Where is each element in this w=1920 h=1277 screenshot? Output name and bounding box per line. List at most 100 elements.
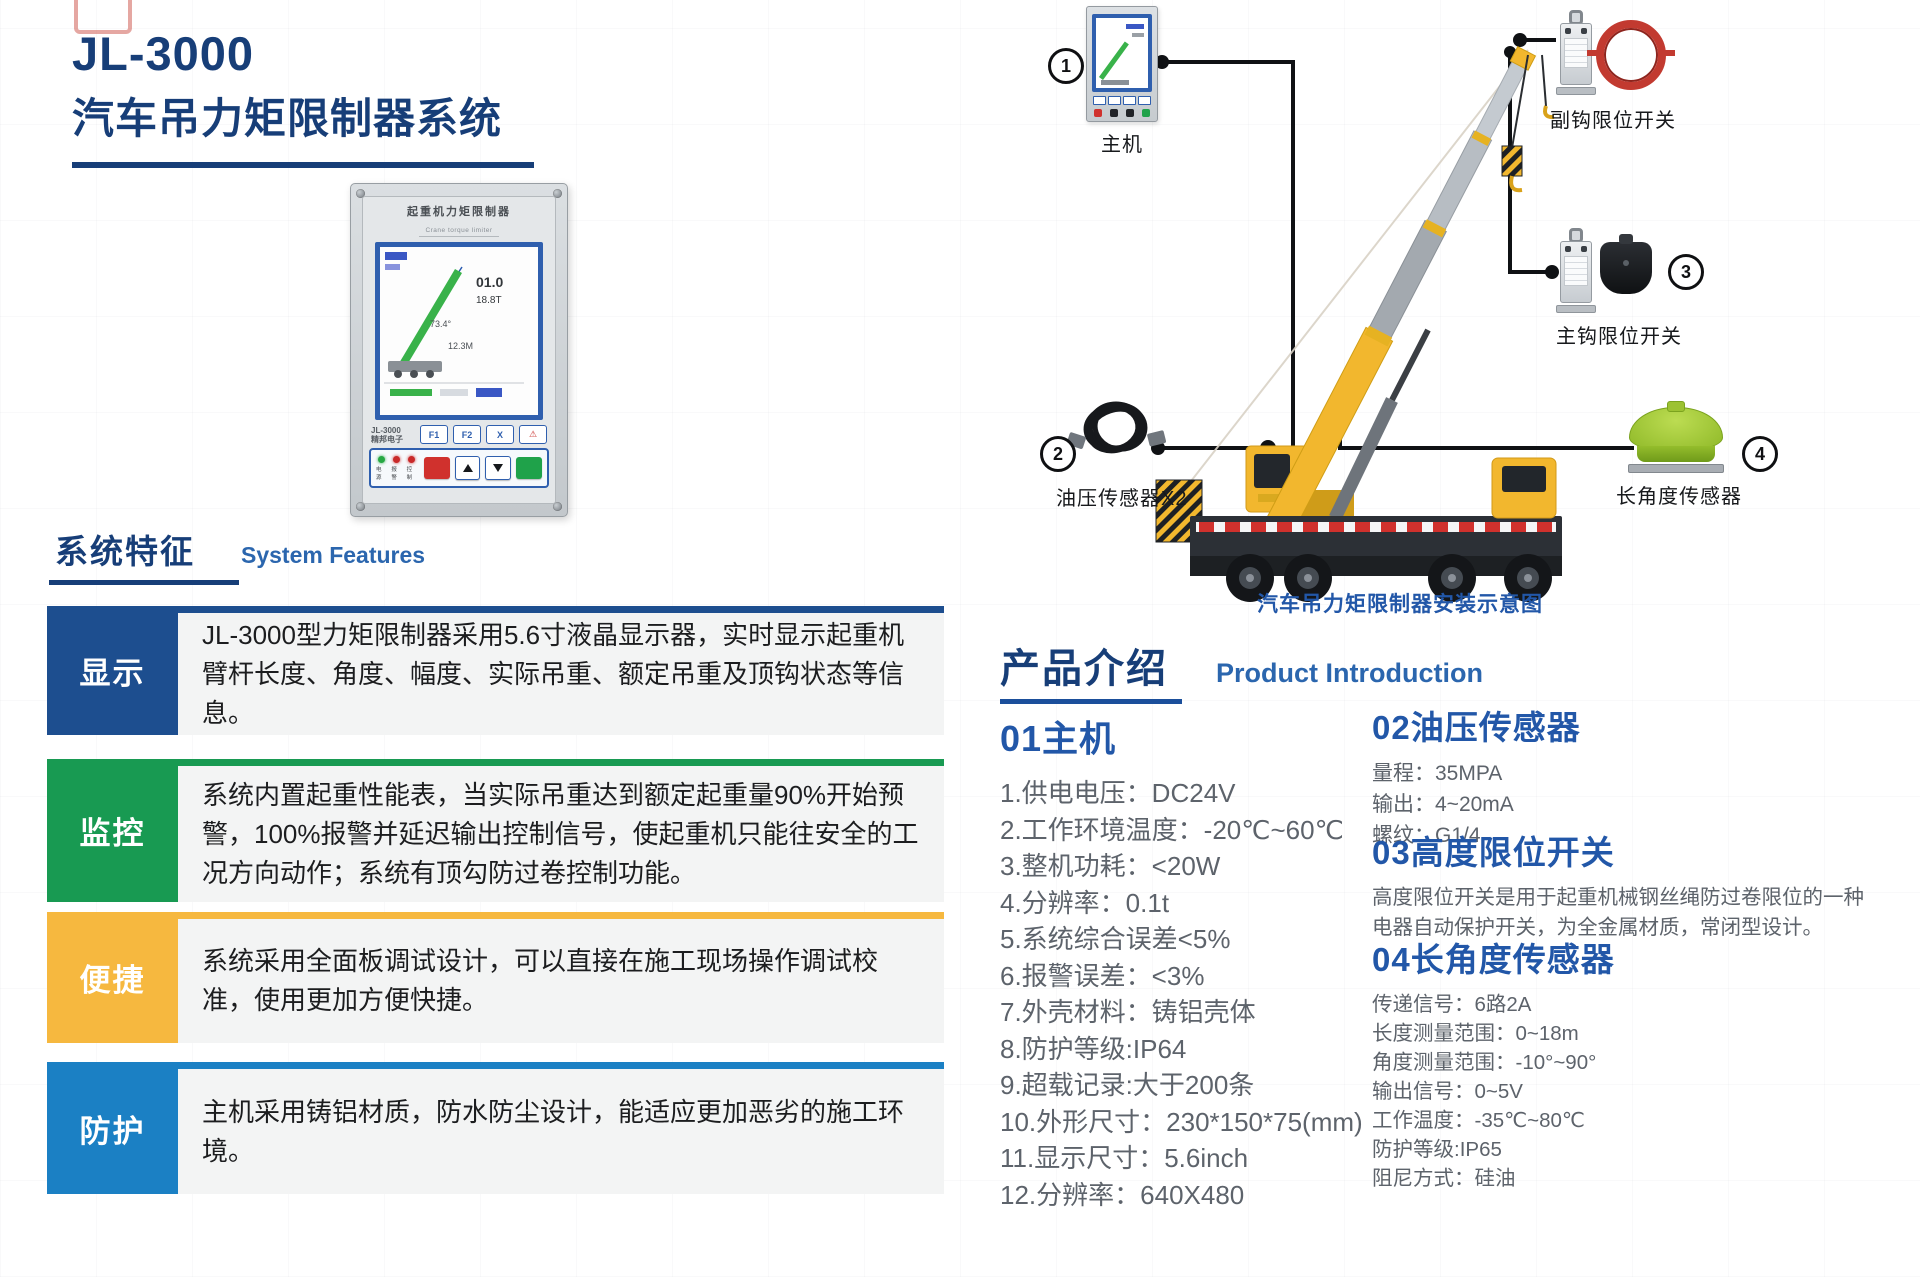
feature-text: 系统内置起重性能表，当实际吊重达到额定起重量90%开始预警，100%报警并延迟输… — [202, 779, 919, 888]
up-arrow-button — [454, 456, 481, 480]
feature-badge: 便捷 — [47, 912, 178, 1043]
screw-icon — [356, 502, 365, 511]
label-aux-hook: 副钩限位开关 — [1550, 110, 1676, 132]
product-model: JL-3000 — [72, 27, 255, 80]
feature-row-display: 显示 JL-3000型力矩限制器采用5.6寸液晶显示器，实时显示起重机臂杆长度、… — [47, 606, 944, 735]
alarm-led: 报警 — [391, 455, 401, 481]
up-arrow-icon — [462, 464, 473, 472]
device-header: 起重机力矩限制器 Crane torque limiter — [363, 203, 555, 237]
host-unit-thumbnail — [1086, 6, 1158, 122]
spec-line: 6.报警误差：<3% — [1000, 960, 1205, 991]
diagram-caption: 汽车吊力矩限制器安装示意图 — [1257, 593, 1543, 616]
feature-row-monitor: 监控 系统内置起重性能表，当实际吊重达到额定起重量90%开始预警，100%报警并… — [47, 759, 944, 902]
aux-hook-limit-switch-image — [1556, 10, 1596, 95]
lcd-crane-graphic: 01.0 18.8T 73.4° 12.3M — [384, 252, 524, 397]
product-intro-header: 产品介绍 Product Introduction — [1000, 636, 1483, 694]
spec-line: 传递信号：6路2A — [1372, 993, 1532, 1016]
spec-line: 7.外壳材料：铸铝壳体 — [1000, 997, 1256, 1027]
svg-text:18.8T: 18.8T — [476, 295, 502, 306]
page-title: JL-3000 汽车吊力矩限制器系统 — [72, 26, 534, 168]
red-led-icon — [408, 455, 416, 463]
system-features-title-zh: 系统特征 — [55, 533, 195, 570]
title-underline — [72, 162, 534, 168]
aux-hook — [1543, 105, 1555, 120]
feature-badge: 监控 — [47, 759, 178, 902]
control-led: 控制 — [406, 455, 417, 481]
feature-row-convenient: 便捷 系统采用全面板调试设计，可以直接在施工现场操作调试校准，使用更加方便快捷。 — [47, 912, 944, 1043]
spec-line: 输出信号：0~5V — [1372, 1080, 1523, 1103]
red-led-icon — [392, 455, 400, 463]
label-length-angle: 长角度传感器 — [1616, 486, 1742, 508]
svg-text:01.0: 01.0 — [476, 274, 503, 290]
spec-lines: 传递信号：6路2A 长度测量范围：0~18m 角度测量范围：-10°~90° 输… — [1372, 990, 1877, 1193]
spec-line: 10.外形尺寸：230*150*75(mm) — [1000, 1106, 1363, 1137]
spec-lines: 1.供电电压：DC24V 2.工作环境温度：-20℃~60℃ 3.整机功耗：<2… — [1000, 775, 1370, 1213]
spec-line: 9.超载记录:大于200条 — [1000, 1070, 1255, 1100]
spec-title: 04长角度传感器 — [1372, 941, 1615, 978]
spec-section-host: 01主机 1.供电电压：DC24V 2.工作环境温度：-20℃~60℃ 3.整机… — [1000, 710, 1370, 1213]
callout-1: 1 — [1048, 48, 1084, 84]
down-arrow-button — [485, 456, 512, 480]
spec-line: 4.分辨率：0.1t — [1000, 887, 1170, 918]
spec-line: 防护等级:IP65 — [1372, 1138, 1502, 1161]
device-brand-model: JL-3000 — [371, 425, 401, 435]
weight-ring-image — [1587, 20, 1675, 90]
host-thumb-screen — [1092, 14, 1152, 92]
power-led: 电源 — [376, 455, 386, 481]
main-hook-limit-switch-image — [1556, 228, 1596, 313]
spec-line: 8.防护等级:IP64 — [1000, 1033, 1187, 1064]
device-button-strip: 电源 报警 控制 — [369, 448, 549, 488]
alarm-key: ⚠ — [519, 425, 547, 444]
screw-icon — [553, 189, 562, 198]
spec-section-length-angle-sensor: 04长角度传感器 传递信号：6路2A 长度测量范围：0~18m 角度测量范围：-… — [1372, 933, 1877, 1193]
product-intro-underline — [1000, 699, 1182, 704]
feature-badge: 显示 — [47, 606, 178, 735]
label-oil-sensor: 油压传感器X2 — [1056, 488, 1188, 510]
svg-text:73.4°: 73.4° — [430, 319, 452, 329]
feature-body: 系统内置起重性能表，当实际吊重达到额定起重量90%开始预警，100%报警并延迟输… — [178, 759, 944, 902]
system-features-title-en: System Features — [241, 542, 426, 568]
spec-line: 输出：4~20mA — [1372, 793, 1514, 816]
spec-section-height-limit-switch: 03高度限位开关 高度限位开关是用于起重机械钢丝绳防过卷限位的一种电器自动保护开… — [1372, 826, 1877, 943]
product-intro-title-en: Product Introduction — [1216, 658, 1483, 688]
feature-body: 主机采用铸铝材质，防水防尘设计，能适应更加恶劣的施工环境。 — [178, 1062, 944, 1194]
svg-text:12.3M: 12.3M — [448, 341, 473, 351]
spec-line: 角度测量范围：-10°~90° — [1372, 1051, 1597, 1074]
label-host: 主机 — [1101, 134, 1143, 156]
spec-line: 3.整机功耗：<20W — [1000, 851, 1221, 881]
device-brand-row: JL-3000 精邦电子 F1 F2 X ⚠ — [371, 425, 547, 444]
device-brand-name: 精邦电子 — [371, 434, 403, 444]
spec-line: 1.供电电压：DC24V — [1000, 778, 1236, 808]
oil-pressure-sensor-image — [1064, 401, 1167, 457]
device-header-zh: 起重机力矩限制器 — [407, 206, 511, 218]
crane-truck-illustration — [1155, 46, 1562, 602]
callout-3: 3 — [1668, 254, 1704, 290]
control-led-label: 控制 — [406, 466, 413, 481]
length-angle-sensor-image — [1628, 396, 1724, 473]
enter-green-button — [516, 457, 542, 479]
device-header-en: Crane torque limiter — [419, 227, 499, 237]
hook-counterweight-image — [1600, 234, 1652, 294]
hook-block — [1501, 145, 1523, 177]
spec-line: 5.系统综合误差<5% — [1000, 924, 1231, 954]
screw-icon — [553, 502, 562, 511]
spec-line: 2.工作环境温度：-20℃~60℃ — [1000, 814, 1344, 845]
callout-4: 4 — [1742, 436, 1778, 472]
main-unit-photo: 起重机力矩限制器 Crane torque limiter 01.0 18.8T… — [350, 183, 568, 517]
function-red-button — [423, 457, 450, 479]
system-features-header: 系统特征 System Features — [55, 525, 425, 573]
crane-installation-diagram — [1151, 33, 1634, 602]
feature-text: JL-3000型力矩限制器采用5.6寸液晶显示器，实时显示起重机臂杆长度、角度、… — [202, 619, 905, 728]
spec-line: 阻尼方式：硅油 — [1372, 1167, 1516, 1190]
spec-line: 11.显示尺寸：5.6inch — [1000, 1143, 1249, 1173]
down-arrow-icon — [493, 464, 504, 472]
product-system-title: 汽车吊力矩限制器系统 — [72, 95, 503, 142]
feature-text: 主机采用铸铝材质，防水防尘设计，能适应更加恶劣的施工环境。 — [202, 1096, 905, 1166]
feature-body: 系统采用全面板调试设计，可以直接在施工现场操作调试校准，使用更加方便快捷。 — [178, 912, 944, 1043]
x-key: X — [486, 425, 514, 444]
feature-row-protect: 防护 主机采用铸铝材质，防水防尘设计，能适应更加恶劣的施工环境。 — [47, 1062, 944, 1194]
feature-text: 系统采用全面板调试设计，可以直接在施工现场操作调试校准，使用更加方便快捷。 — [202, 946, 879, 1015]
callout-2: 2 — [1040, 436, 1076, 472]
function-key-row: F1 F2 X ⚠ — [420, 425, 547, 444]
